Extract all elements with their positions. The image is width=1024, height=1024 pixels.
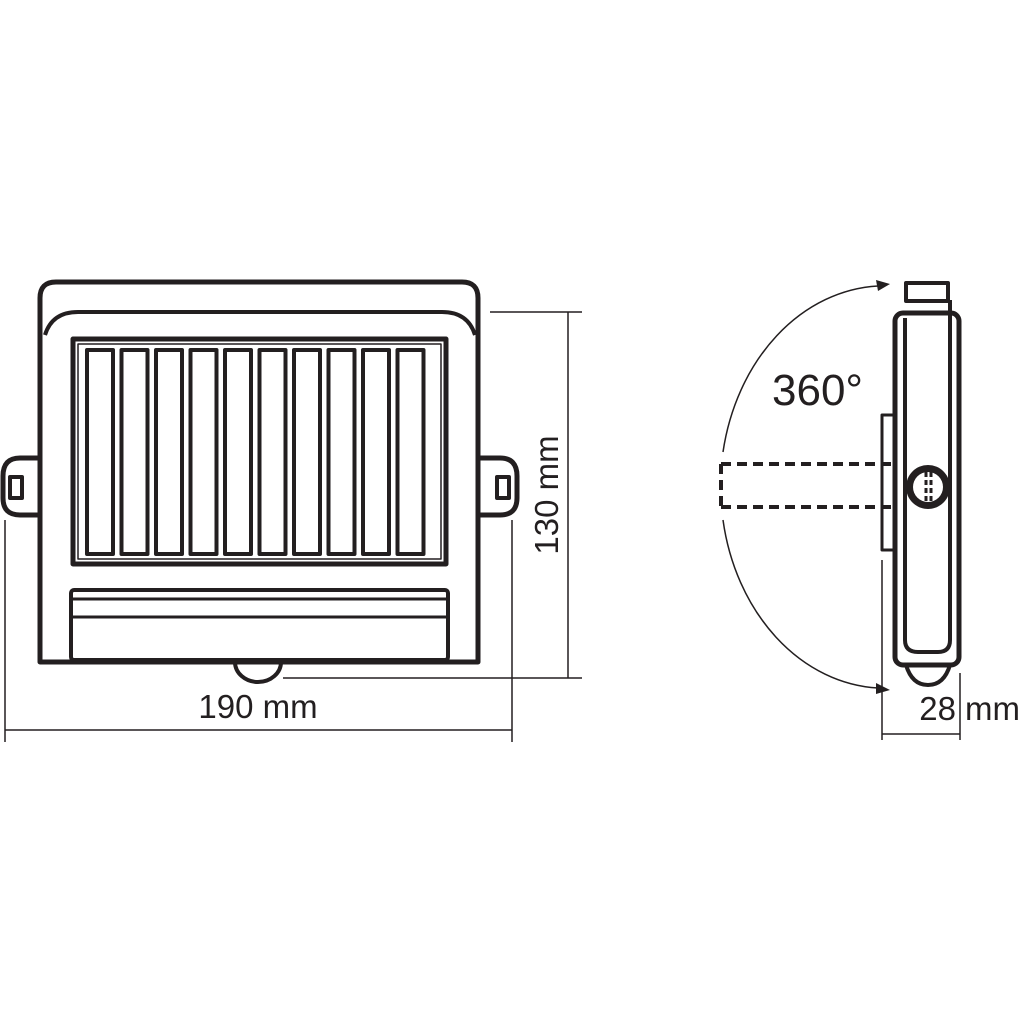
rotated-position-dashed — [719, 462, 895, 509]
solar-cell — [85, 348, 115, 556]
housing-outline — [37, 279, 481, 665]
solar-cell — [154, 348, 184, 556]
housing-inner-frame — [43, 310, 477, 336]
motion-sensor — [233, 661, 283, 684]
right-mount-tab — [478, 455, 520, 518]
rotation-arc — [722, 285, 879, 689]
solar-cell — [361, 348, 391, 556]
height-dimension — [283, 311, 582, 679]
solar-cell — [223, 348, 253, 556]
solar-cell — [119, 348, 150, 556]
height-label: 130 mm — [528, 435, 565, 554]
side-view — [719, 280, 962, 740]
solar-cells — [85, 348, 426, 556]
solar-cell — [188, 348, 219, 556]
arrow-head-bottom — [876, 683, 890, 694]
mount-bracket — [880, 413, 898, 552]
solar-cell — [326, 348, 357, 556]
front-view — [0, 279, 582, 742]
left-mount-tab — [0, 455, 40, 518]
width-label: 190 mm — [198, 688, 317, 725]
top-cap — [904, 281, 950, 303]
solar-cell — [395, 348, 426, 556]
arrow-head-top — [876, 280, 890, 291]
width-dimension — [4, 520, 513, 742]
solar-cell — [257, 348, 288, 556]
depth-unit: mm — [965, 690, 1020, 727]
depth-value: 28 — [919, 690, 956, 727]
depth-dimension — [881, 560, 961, 740]
rotation-label: 360° — [772, 366, 863, 415]
light-strip — [69, 588, 450, 662]
side-sensor — [904, 664, 952, 687]
solar-cell — [292, 348, 322, 556]
solar-panel — [70, 336, 449, 567]
